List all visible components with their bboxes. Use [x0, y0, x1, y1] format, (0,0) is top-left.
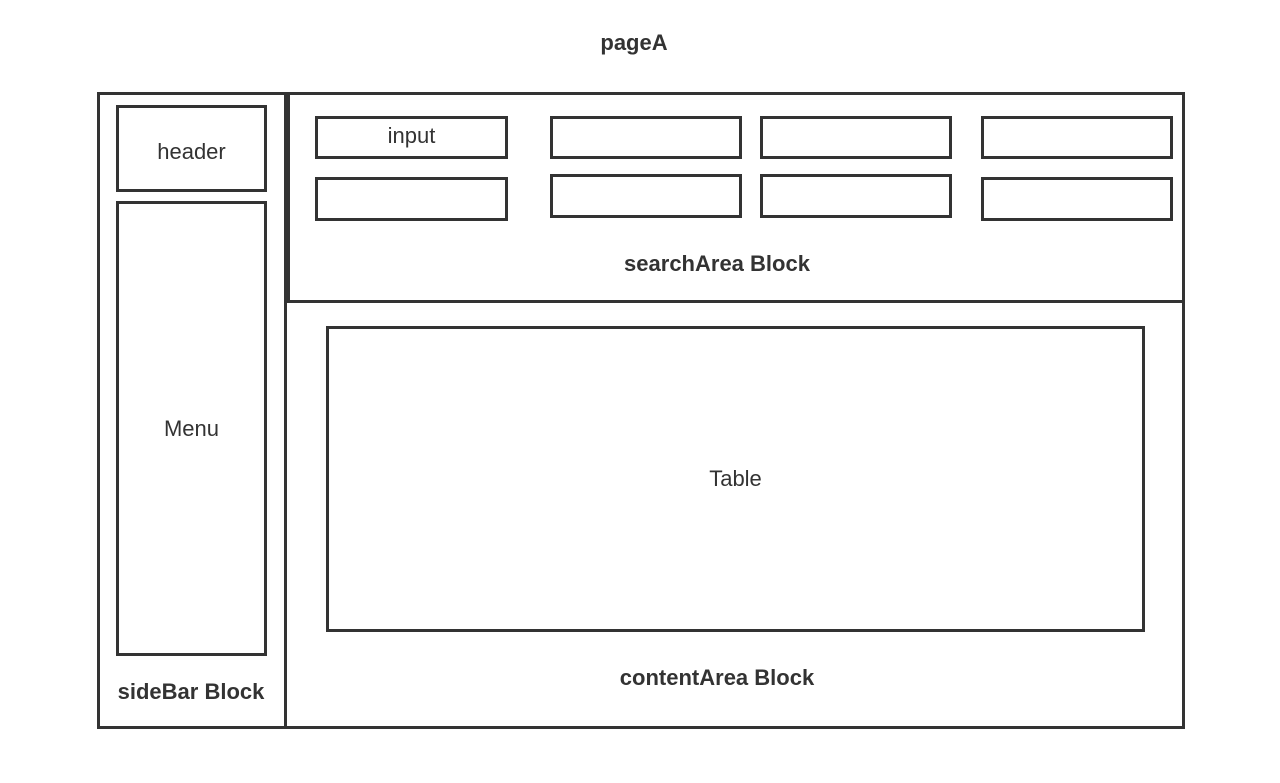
sidebar-block-label: sideBar Block: [117, 679, 265, 704]
search-input-7[interactable]: [760, 174, 952, 218]
sidebar-menu-label: Menu: [163, 415, 220, 441]
search-input-4[interactable]: [981, 116, 1173, 159]
search-input-2[interactable]: [550, 116, 742, 159]
search-area-block-label: searchArea Block: [624, 251, 810, 276]
sidebar-menu: Menu: [116, 201, 267, 656]
sidebar-header: header: [116, 105, 267, 192]
search-input-8[interactable]: [981, 177, 1173, 221]
sidebar-header-label: header: [157, 138, 226, 164]
search-input-6[interactable]: [550, 174, 742, 218]
search-input-5[interactable]: [315, 177, 508, 221]
page-title: pageA: [600, 30, 668, 55]
content-table-label: Table: [709, 466, 762, 491]
search-input-3[interactable]: [760, 116, 952, 159]
content-area-block-label: contentArea Block: [619, 665, 815, 690]
search-input-label: input: [387, 122, 436, 148]
content-table: Table: [326, 326, 1145, 632]
search-input-1[interactable]: input: [315, 116, 508, 159]
